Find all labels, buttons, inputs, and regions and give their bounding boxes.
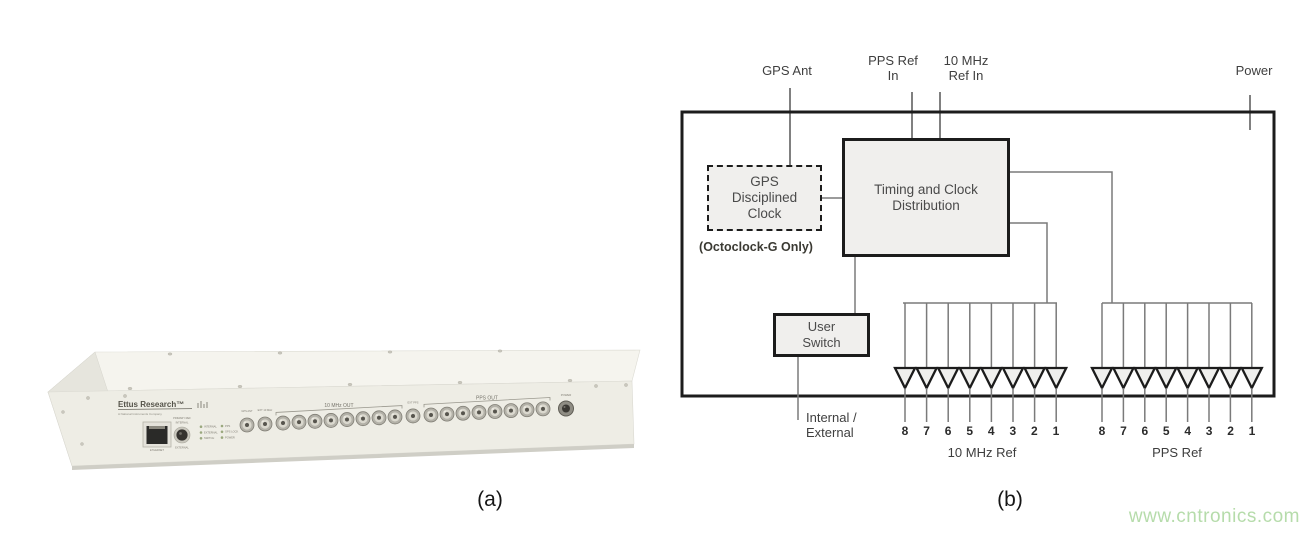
svg-text:PRIMARY REF: PRIMARY REF xyxy=(173,416,191,420)
power-input-label: Power xyxy=(1235,63,1273,78)
sma-connector xyxy=(257,416,273,432)
user-switch-label: User Switch xyxy=(802,319,841,350)
svg-text:GPS LOCK: GPS LOCK xyxy=(225,430,239,434)
port-number: 8 xyxy=(901,424,909,438)
port-number: 2 xyxy=(1227,424,1234,438)
port-number: 4 xyxy=(1184,424,1192,438)
mhz-port-numbers: 8 7 6 5 4 3 2 1 xyxy=(895,424,1066,438)
pps-ref-in-label: PPS Ref In xyxy=(868,53,918,83)
octoclock-photo: Ettus Research™ A National Instruments C… xyxy=(47,349,641,470)
pps-ref-bank-label: PPS Ref xyxy=(1152,445,1202,460)
pps-port-numbers: 8 7 6 5 4 3 2 1 xyxy=(1092,424,1262,438)
svg-text:INTERNAL: INTERNAL xyxy=(176,421,189,425)
svg-text:SWITCH: SWITCH xyxy=(204,436,214,440)
port-number: 8 xyxy=(1098,424,1106,438)
caption-a: (a) xyxy=(477,488,503,511)
sma-connector xyxy=(323,413,339,428)
port-number: 6 xyxy=(1141,424,1149,438)
svg-text:EXTERNAL: EXTERNAL xyxy=(204,430,218,434)
port-number: 3 xyxy=(1009,424,1017,438)
port-number: 6 xyxy=(944,424,952,438)
caption-b: (b) xyxy=(997,488,1023,511)
svg-text:EXTERNAL: EXTERNAL xyxy=(175,446,189,450)
sma-connector xyxy=(405,408,421,424)
gps-ant-input-label: GPS Ant xyxy=(762,63,812,78)
port-number: 5 xyxy=(966,424,974,438)
chassis-bottom-rim xyxy=(72,444,634,470)
brand-signal-icon xyxy=(197,401,208,408)
mhz-buffer-bank xyxy=(893,303,1069,422)
sma-connector xyxy=(439,406,455,422)
timing-clock-distribution-label: Timing and Clock Distribution xyxy=(874,181,978,213)
sma-connector xyxy=(471,404,487,420)
mhz-out-group-label: 10 MHz OUT xyxy=(324,403,353,409)
port-number: 1 xyxy=(1248,424,1256,438)
sma-connector xyxy=(371,410,387,426)
brand-underline xyxy=(117,408,193,410)
sma-connector xyxy=(339,412,355,427)
svg-text:POWER: POWER xyxy=(225,436,235,440)
ext-10mhz-connector-label: EXT 10 MHz xyxy=(258,408,273,412)
enclosure-outline xyxy=(680,110,1276,398)
port-number: 7 xyxy=(1120,424,1127,438)
sma-connector xyxy=(487,404,503,419)
svg-text:POWER: POWER xyxy=(561,393,572,397)
timing-clock-distribution-block: Timing and Clock Distribution xyxy=(842,138,1010,257)
gps-disciplined-clock-label: GPS Disciplined Clock xyxy=(731,174,798,221)
power-connector: POWER xyxy=(558,393,574,417)
sma-connector xyxy=(291,414,307,430)
gps-ant-connector-label: GPS ANT xyxy=(241,409,253,413)
primary-ref-button: PRIMARY REF INTERNAL EXTERNAL xyxy=(173,416,191,450)
pps-buffer-bank xyxy=(1090,303,1264,422)
port-number: 5 xyxy=(1162,424,1170,438)
user-switch-block: User Switch xyxy=(773,313,870,357)
sma-connector xyxy=(275,415,291,431)
sma-connector xyxy=(455,405,471,421)
port-number: 7 xyxy=(923,424,930,438)
sma-connector xyxy=(503,403,519,419)
sma-connector-row xyxy=(239,397,551,433)
watermark: www.cntronics.com xyxy=(1128,506,1300,527)
mhz-ref-bank-label: 10 MHz Ref xyxy=(947,445,1017,460)
port-number: 3 xyxy=(1205,424,1213,438)
diagram-input-lines xyxy=(789,88,1251,165)
ethernet-port: ETHERNET xyxy=(142,421,172,452)
gps-disciplined-clock-block: GPS Disciplined Clock xyxy=(707,165,822,231)
ext-pps-connector-label: EXT PPS xyxy=(408,401,419,405)
svg-text:PPS: PPS xyxy=(225,424,230,428)
sma-connector xyxy=(355,411,371,427)
octoclock-g-note: (Octoclock-G Only) xyxy=(699,240,813,254)
status-leds: INTERNAL EXTERNAL SWITCH PPS GPS LOCK PO… xyxy=(199,424,239,440)
brand-tagline: A National Instruments Company xyxy=(118,412,162,416)
port-number: 1 xyxy=(1052,424,1060,438)
sma-connector xyxy=(519,402,535,418)
sma-connector xyxy=(423,407,439,423)
sma-connector xyxy=(307,413,323,429)
svg-text:INTERNAL: INTERNAL xyxy=(204,425,217,429)
sma-connector xyxy=(387,409,403,425)
screws xyxy=(61,349,628,446)
port-number: 4 xyxy=(987,424,995,438)
pps-out-group-label: PPS OUT xyxy=(476,396,498,402)
internal-external-label: Internal / External xyxy=(806,410,857,440)
sma-connector xyxy=(239,417,255,433)
diagram-routing-lines xyxy=(797,171,1252,420)
brand-logo-text: Ettus Research™ xyxy=(118,400,184,409)
port-number: 2 xyxy=(1031,424,1038,438)
ethernet-label: ETHERNET xyxy=(150,448,164,452)
mhz-ref-in-label: 10 MHz Ref In xyxy=(943,53,989,83)
sma-connector xyxy=(535,401,551,417)
